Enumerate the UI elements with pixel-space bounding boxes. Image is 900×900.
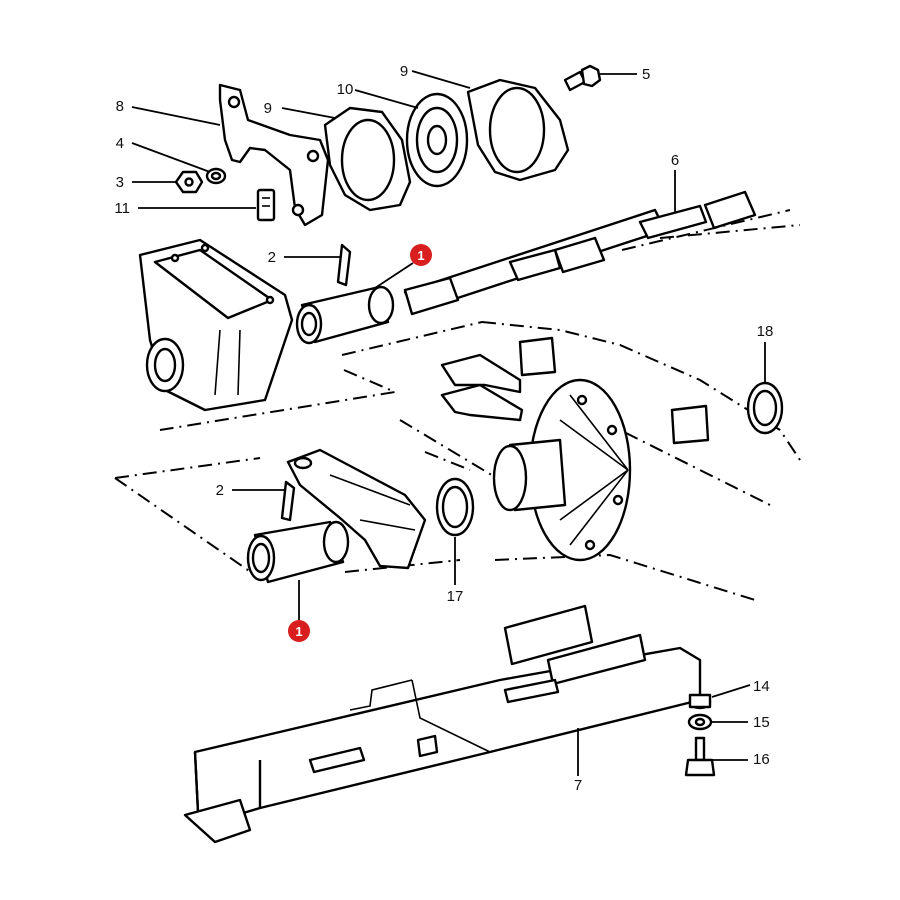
badge-circle (410, 244, 432, 266)
callout-7: 7 (574, 777, 582, 794)
bushing-top (295, 285, 395, 345)
callout-5: 5 (642, 66, 650, 83)
callout-4: 4 (116, 135, 124, 152)
badge-circle (288, 620, 310, 642)
frame-rail (183, 604, 702, 844)
lock-washer (687, 713, 713, 731)
badge-label: 1 (295, 624, 302, 639)
callout-3: 3 (116, 174, 124, 191)
cap-screw (684, 736, 716, 777)
badge-label: 1 (417, 248, 424, 263)
hex-nut (174, 170, 204, 194)
bearing (405, 92, 469, 188)
hub-flange (492, 378, 632, 562)
washer (205, 167, 227, 185)
callout-18: 18 (757, 323, 774, 340)
callout-15: 15 (753, 714, 770, 731)
leader-lines (131, 70, 766, 776)
callout-9-left: 9 (264, 100, 272, 117)
bolt (563, 64, 602, 92)
drive-shaft (403, 190, 757, 316)
highlight-badge-top[interactable]: 1 (410, 244, 432, 266)
pivot-bracket (286, 448, 427, 570)
spacer (688, 693, 712, 710)
callout-2-lower: 2 (216, 482, 224, 499)
oil-seal (435, 477, 475, 537)
seal-ring (746, 381, 784, 435)
axle-housing (138, 238, 294, 412)
highlight-badge-lower[interactable]: 1 (288, 620, 310, 642)
callout-10: 10 (337, 81, 354, 98)
callout-14: 14 (753, 678, 770, 695)
cotter-pin-top (336, 243, 352, 287)
rubber-block (256, 188, 276, 222)
link-arm (440, 353, 524, 422)
callout-6: 6 (671, 152, 679, 169)
gasket-right (466, 78, 570, 182)
callout-2-top: 2 (268, 249, 276, 266)
cotter-pin-lower (280, 480, 296, 522)
mounting-bracket (218, 83, 330, 227)
callout-8: 8 (116, 98, 124, 115)
rubber-pad (518, 336, 710, 445)
callout-labels: 8 4 3 11 9 10 9 5 6 2 2 18 17 14 15 16 7 (114, 63, 773, 794)
bushing-lower (246, 520, 350, 584)
callout-9-right: 9 (400, 63, 408, 80)
callout-16: 16 (753, 751, 770, 768)
gasket-left (323, 106, 412, 212)
callout-17: 17 (447, 588, 464, 605)
callout-11: 11 (114, 200, 130, 217)
